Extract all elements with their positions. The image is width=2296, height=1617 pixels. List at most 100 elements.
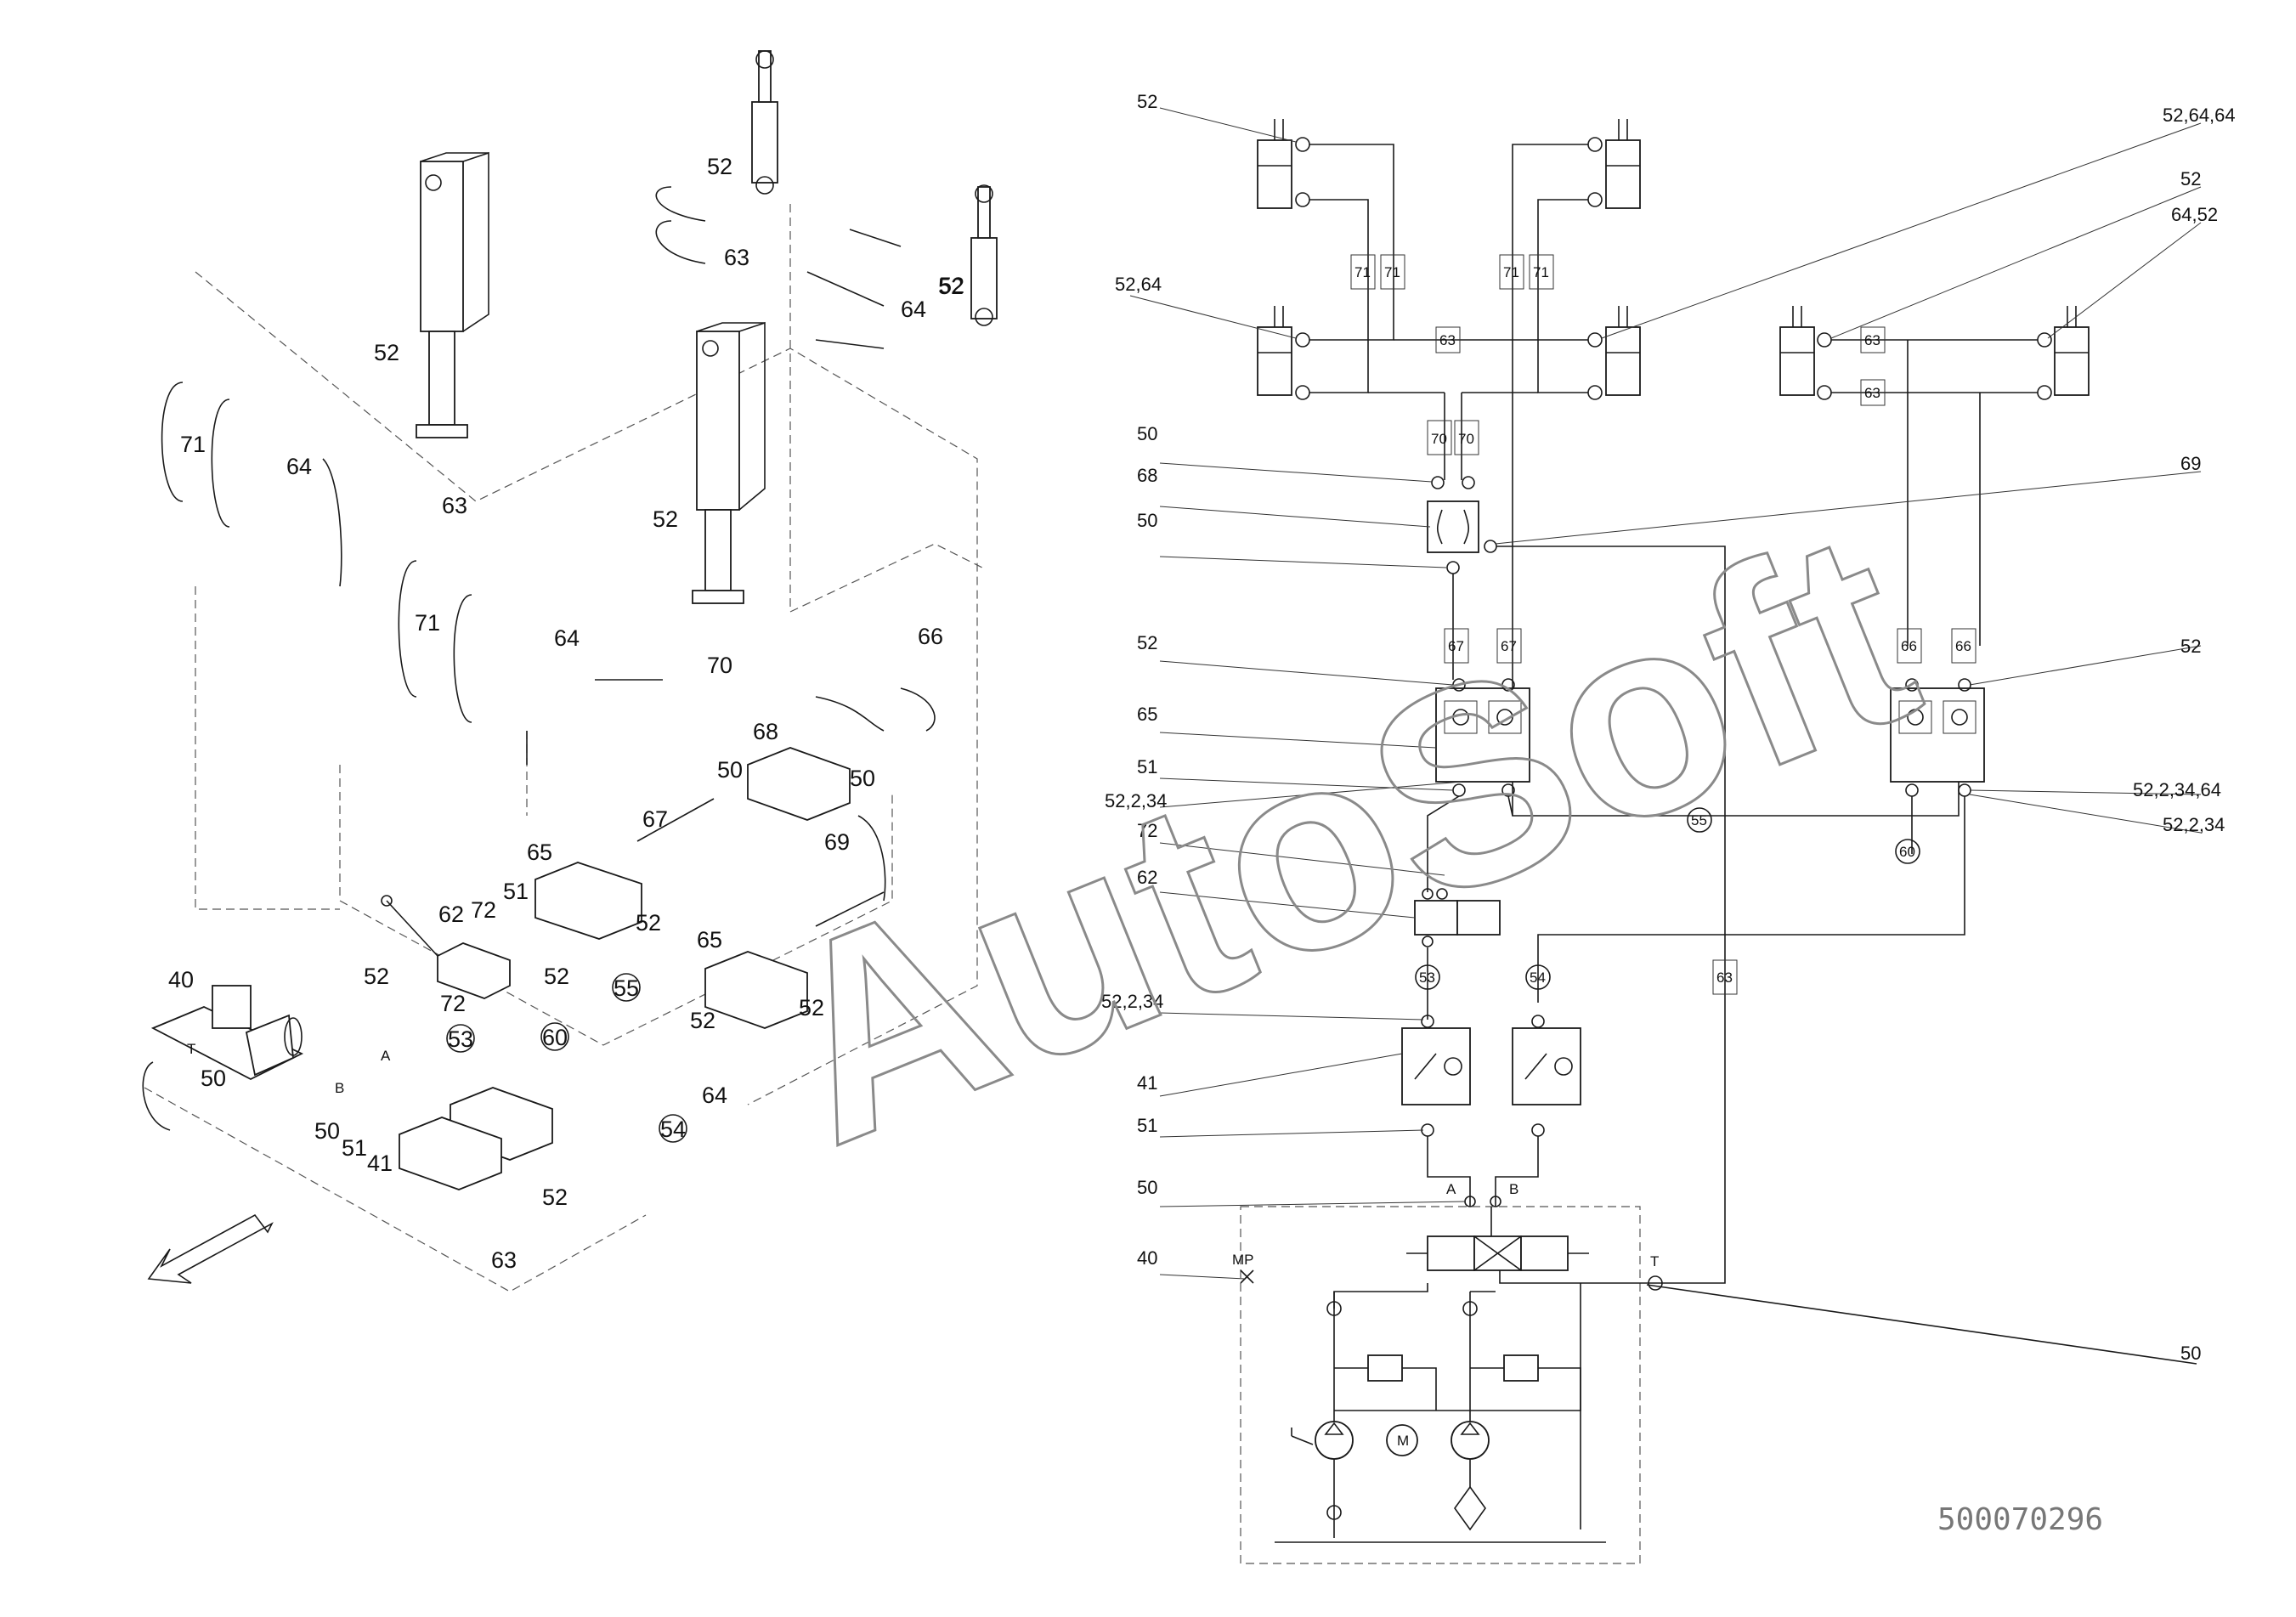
callout-55: 55 — [614, 975, 639, 1001]
callout-50: 50 — [201, 1066, 226, 1091]
sch-label: 52,2,34 — [1101, 991, 1163, 1012]
callout-63: 63 — [442, 493, 467, 518]
hose-tag: 71 — [1503, 264, 1519, 280]
lift-cylinder-1 — [416, 151, 489, 438]
callout-52: 52 — [799, 995, 824, 1021]
sch-label: 50 — [1137, 1177, 1157, 1198]
callout-70: 70 — [707, 653, 732, 678]
callout-52: 52 — [707, 154, 732, 179]
port-label-a: A — [381, 1048, 391, 1064]
callout-72: 72 — [471, 897, 496, 923]
sch-label: 52,64 — [1115, 274, 1162, 295]
callout-51: 51 — [342, 1135, 367, 1161]
callout-50: 50 — [850, 766, 875, 791]
sch-label: 52 — [2180, 168, 2201, 189]
callout-52: 52 — [690, 1008, 715, 1033]
callout-54: 54 — [660, 1117, 686, 1142]
callout-64: 64 — [901, 297, 926, 322]
callout-41: 41 — [367, 1151, 393, 1176]
port-b: B — [1509, 1181, 1518, 1197]
leader-lines — [1129, 107, 2202, 1280]
sch-label: 65 — [1137, 704, 1157, 725]
port-label-t: T — [187, 1041, 195, 1057]
circle-tag: 60 — [1899, 844, 1915, 860]
port-t: T — [1650, 1253, 1659, 1269]
callout-52: 52 — [939, 273, 964, 298]
callout-63: 63 — [724, 245, 749, 270]
callout-62: 62 — [438, 902, 464, 927]
callout-52: 52 — [374, 340, 399, 365]
exploded-parts-view: 52 71 64 63 52 71 64 52 52 63 52 64 70 6… — [142, 50, 998, 1292]
hydraulic-schematic: 52 52,64 50 68 50 52 65 51 52,2,34 72 62… — [1101, 91, 2236, 1564]
callout-72: 72 — [440, 991, 466, 1016]
hose-tag: 71 — [1354, 264, 1371, 280]
direction-arrow-icon — [147, 1213, 274, 1284]
callout-64: 64 — [702, 1083, 727, 1108]
callout-52: 52 — [544, 964, 569, 989]
sch-label: 72 — [1137, 820, 1157, 841]
schematic-lines — [1240, 144, 2197, 1564]
parts-callouts: 52 71 64 63 52 71 64 52 52 63 52 64 70 6… — [168, 154, 964, 1273]
callout-64: 64 — [554, 625, 580, 651]
circle-tags: 55 60 53 54 — [1415, 807, 1920, 990]
schematic-right-labels: 52,64,64 52 64,52 69 52 52,2,34,64 52,2,… — [2133, 105, 2236, 1364]
hose-tag: 63 — [1716, 970, 1733, 986]
power-pack — [150, 985, 304, 1081]
callout-52: 52 — [636, 910, 661, 936]
callout-50: 50 — [314, 1118, 340, 1144]
port-a: A — [1446, 1181, 1456, 1197]
watermark: AutoSoft — [736, 469, 1951, 1203]
callout-63: 63 — [491, 1247, 517, 1273]
callout-68: 68 — [753, 719, 778, 744]
sch-label: 62 — [1137, 867, 1157, 888]
sch-label: 50 — [2180, 1343, 2201, 1364]
lift-cylinder-2 — [692, 321, 766, 604]
hose-tag: 66 — [1901, 638, 1917, 654]
port-mp: MP — [1232, 1252, 1254, 1268]
hose-tag: 63 — [1439, 332, 1456, 348]
callout-50: 50 — [717, 757, 743, 783]
hose-tag: 67 — [1501, 638, 1517, 654]
sch-label: 52,2,34,64 — [2133, 779, 2221, 800]
callout-52: 52 — [653, 506, 678, 532]
hose-tag: 71 — [1384, 264, 1400, 280]
callout-51: 51 — [503, 879, 529, 904]
hose-tag: 70 — [1431, 431, 1447, 447]
sch-label: 52 — [1137, 632, 1157, 653]
callout-71: 71 — [415, 610, 440, 636]
sch-label: 52,2,34 — [2163, 814, 2225, 835]
sch-label: 52 — [1137, 91, 1157, 112]
valve-blocks — [381, 747, 851, 1190]
sch-label: 50 — [1137, 423, 1157, 444]
sch-label: 51 — [1137, 1115, 1157, 1136]
circle-tag: 55 — [1691, 812, 1707, 828]
sch-label: 41 — [1137, 1072, 1157, 1094]
callout-52: 52 — [364, 964, 389, 989]
sch-label: 52,2,34 — [1105, 790, 1167, 811]
sch-label: 50 — [1137, 510, 1157, 531]
sch-label: 52,64,64 — [2163, 105, 2236, 126]
hoses — [142, 186, 936, 1131]
callout-40: 40 — [168, 967, 194, 992]
circle-tag: 53 — [1419, 970, 1435, 986]
sch-label: 51 — [1137, 756, 1157, 777]
callout-52: 52 — [938, 274, 964, 299]
sch-label: 64,52 — [2171, 204, 2218, 225]
circle-tag: 54 — [1530, 970, 1546, 986]
lift-cylinder-4 — [970, 184, 998, 326]
schematic-cylinders — [1257, 119, 2090, 396]
callout-71: 71 — [180, 432, 206, 457]
callout-66: 66 — [918, 624, 943, 649]
hose-tag: 70 — [1458, 431, 1474, 447]
callout-67: 67 — [642, 806, 668, 832]
sch-label: 52 — [2180, 636, 2201, 657]
hose-tags: 71 71 71 71 63 63 63 70 70 67 67 66 66 — [1350, 254, 1976, 995]
callout-69: 69 — [824, 829, 850, 855]
schematic-left-labels: 52 52,64 50 68 50 52 65 51 52,2,34 72 62… — [1101, 91, 1167, 1269]
callout-65: 65 — [697, 927, 722, 953]
lift-cylinder-3 — [751, 50, 778, 195]
callout-60: 60 — [542, 1025, 568, 1050]
hose-tag: 66 — [1955, 638, 1971, 654]
hose-tag: 63 — [1864, 332, 1880, 348]
